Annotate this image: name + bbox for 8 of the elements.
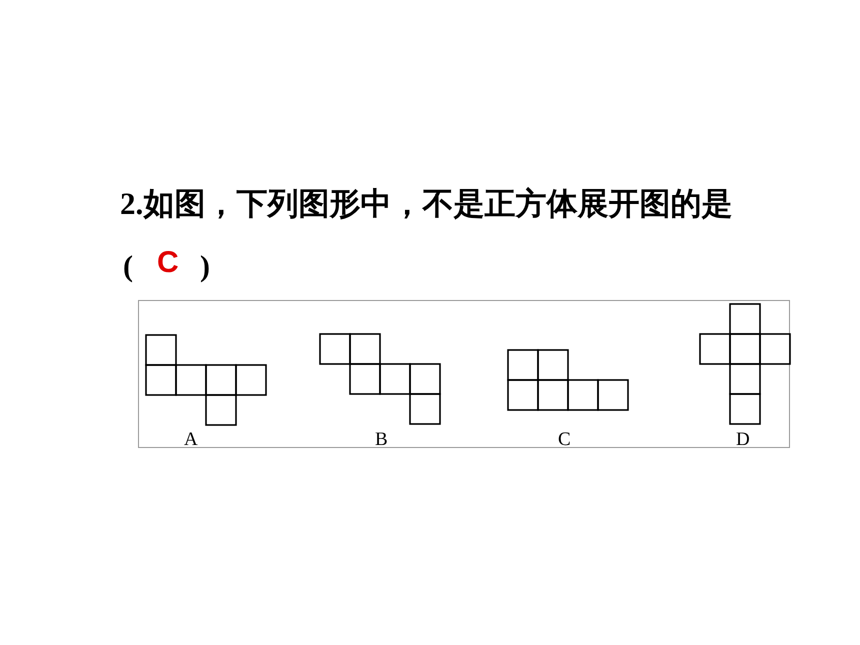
answer-text: C [157, 246, 179, 280]
bracket: ) [200, 250, 210, 284]
bracket: ( [123, 250, 133, 284]
option-label: C [558, 429, 571, 451]
option-label: A [184, 429, 198, 451]
option-label: D [736, 429, 750, 451]
question-text: 2.如图，下列图形中，不是正方体展开图的是 [120, 185, 732, 223]
option-label: B [375, 429, 388, 451]
